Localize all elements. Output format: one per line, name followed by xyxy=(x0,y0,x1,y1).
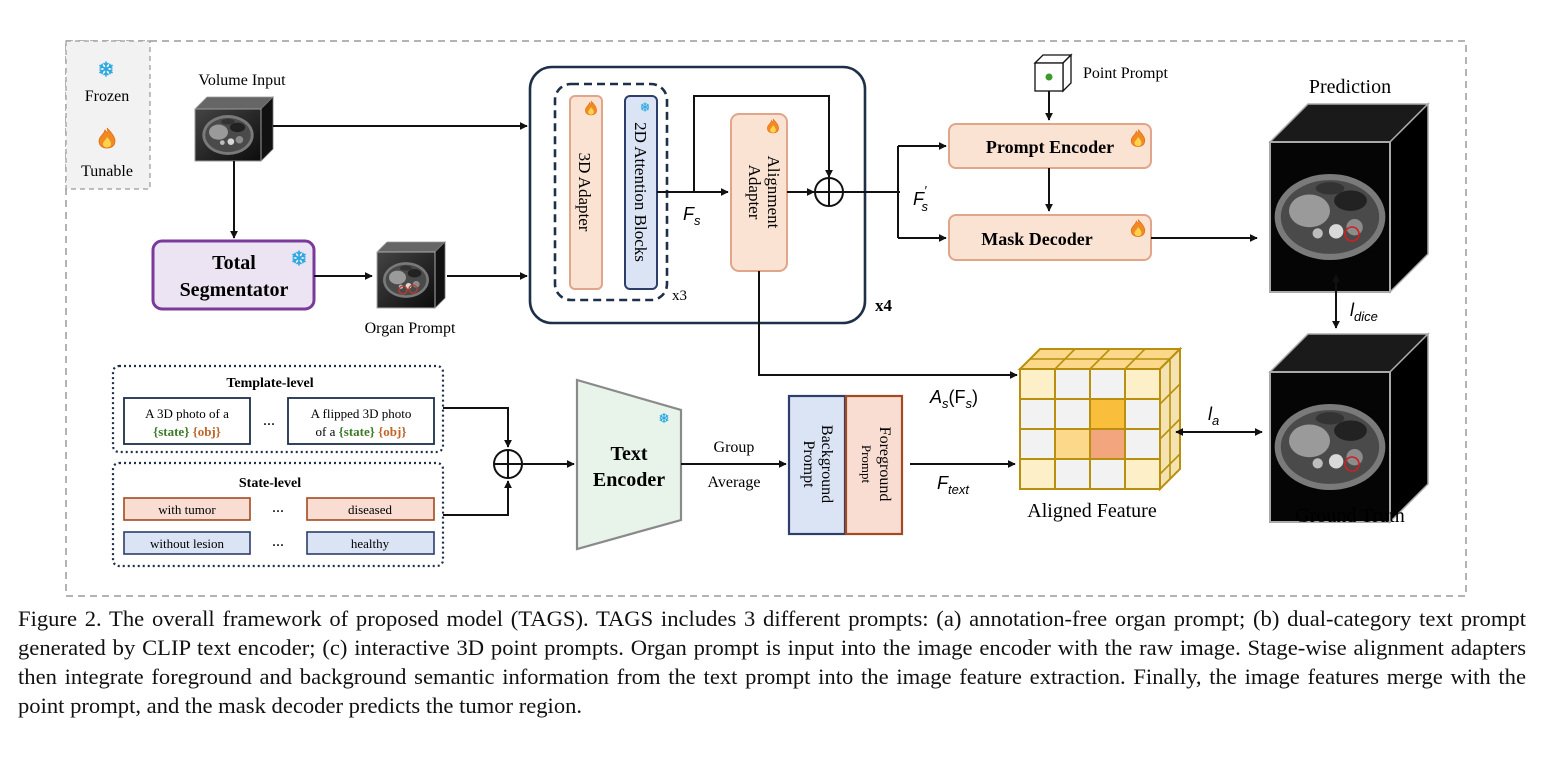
foreground-prompt: Foreground Prompt xyxy=(844,394,904,536)
state-to-sum-arrow xyxy=(443,480,512,516)
alignment-adapter-line1: Alignment xyxy=(764,156,783,229)
prediction-cube xyxy=(1268,102,1430,294)
framework-diagram: Frozen Tunable Volume Input Total Segmen… xyxy=(65,40,1467,597)
text-encoder-line1: Text xyxy=(610,443,647,465)
legend-box xyxy=(65,40,151,190)
template-level-title: Template-level xyxy=(226,376,313,391)
state-level-title: State-level xyxy=(239,476,301,491)
adapter-3d-label: 3D Adapter xyxy=(575,153,594,232)
attention-blocks-label: 2D Attention Blocks xyxy=(631,122,650,262)
plus-circle-icon xyxy=(814,177,844,207)
template-box-2-line2: of a {state} {obj} xyxy=(316,424,407,439)
skip-connection-arrow xyxy=(693,95,833,192)
template-box-1-line2: {state} {obj} xyxy=(153,424,221,439)
volume-input-label: Volume Input xyxy=(198,72,286,89)
state-ellipsis: ... xyxy=(272,499,284,516)
template-level-group: Template-level A 3D photo of a {state} {… xyxy=(111,364,445,454)
ftext-label: Ftext xyxy=(937,473,970,497)
repeat-x3-label: x3 xyxy=(672,288,687,304)
prompt-encoder: Prompt Encoder xyxy=(948,123,1152,169)
state-level-group: State-level with tumor ... diseased with… xyxy=(111,461,445,568)
organ-prompt-label: Organ Prompt xyxy=(365,320,456,337)
volume-input-cube xyxy=(194,96,274,162)
legend-tunable-label: Tunable xyxy=(81,163,133,180)
state-item xyxy=(306,531,435,555)
state-item-label: healthy xyxy=(351,536,390,551)
background-prompt: Background Prompt xyxy=(787,394,847,536)
state-item-label: with tumor xyxy=(158,502,216,517)
text-encoder: Text Encoder xyxy=(575,378,683,551)
state-item xyxy=(123,531,251,555)
ldice-label: ldice xyxy=(1350,300,1378,324)
mask-decoder-label: Mask Decoder xyxy=(981,229,1092,249)
group-average-line1: Group xyxy=(714,439,755,456)
organ-prompt-cube xyxy=(376,241,446,309)
repeat-x4-label: x4 xyxy=(875,296,893,315)
outer-frame xyxy=(65,40,1467,597)
prompt-encoder-label: Prompt Encoder xyxy=(986,137,1114,157)
background-prompt-line1: Background xyxy=(818,425,835,503)
state-item xyxy=(306,497,435,521)
figure-caption: Figure 2. The overall framework of propo… xyxy=(18,606,1526,718)
aligned-feature-cube xyxy=(1017,346,1183,492)
state-ellipsis: ... xyxy=(272,533,284,550)
total-segmentator-line2: Segmentator xyxy=(180,279,289,301)
template-box-2 xyxy=(287,397,435,445)
alignment-to-aligned-feature-arrow xyxy=(758,271,1018,379)
foreground-prompt-line2: Prompt xyxy=(859,445,874,484)
aligned-feature-label: Aligned Feature xyxy=(1027,500,1157,522)
background-prompt-line2: Prompt xyxy=(800,440,817,488)
encoder-frame xyxy=(528,65,867,325)
ground-truth-cube xyxy=(1268,332,1430,524)
state-item-label: diseased xyxy=(348,502,393,517)
total-segmentator-line1: Total xyxy=(212,252,256,274)
template-box-1-line1: A 3D photo of a xyxy=(145,406,229,421)
legend: Frozen Tunable xyxy=(65,40,151,190)
mask-decoder: Mask Decoder xyxy=(948,214,1152,261)
template-ellipsis: ... xyxy=(263,412,275,429)
template-to-sum-arrow xyxy=(443,407,512,448)
fs-label: Fs xyxy=(683,204,701,228)
alignment-adapter-line2: Adapter xyxy=(745,165,764,220)
state-item-label: without lesion xyxy=(150,536,225,551)
ground-truth-label: Ground Truth xyxy=(1295,505,1404,527)
point-prompt-label: Point Prompt xyxy=(1083,65,1168,82)
state-item xyxy=(123,497,251,521)
foreground-prompt-line1: Foreground xyxy=(876,427,893,502)
image-encoder-block: 3D Adapter 2D Attention Blocks x3 Alignm… xyxy=(528,65,893,325)
prediction-label: Prediction xyxy=(1309,76,1391,98)
template-box-2-line1: A flipped 3D photo xyxy=(311,406,412,421)
plus-circle-icon xyxy=(493,449,523,479)
point-prompt-icon xyxy=(1033,53,1073,93)
as-fs-label: As(Fs) xyxy=(929,387,978,411)
legend-frozen-label: Frozen xyxy=(85,88,129,105)
la-label: la xyxy=(1208,404,1219,428)
fs-prime-label: F′s xyxy=(913,183,928,214)
text-encoder-line2: Encoder xyxy=(593,469,665,491)
group-average-line2: Average xyxy=(708,474,761,491)
adapter-3d-box xyxy=(569,95,603,290)
template-box-1 xyxy=(123,397,251,445)
total-segmentator: Total Segmentator xyxy=(151,239,316,311)
